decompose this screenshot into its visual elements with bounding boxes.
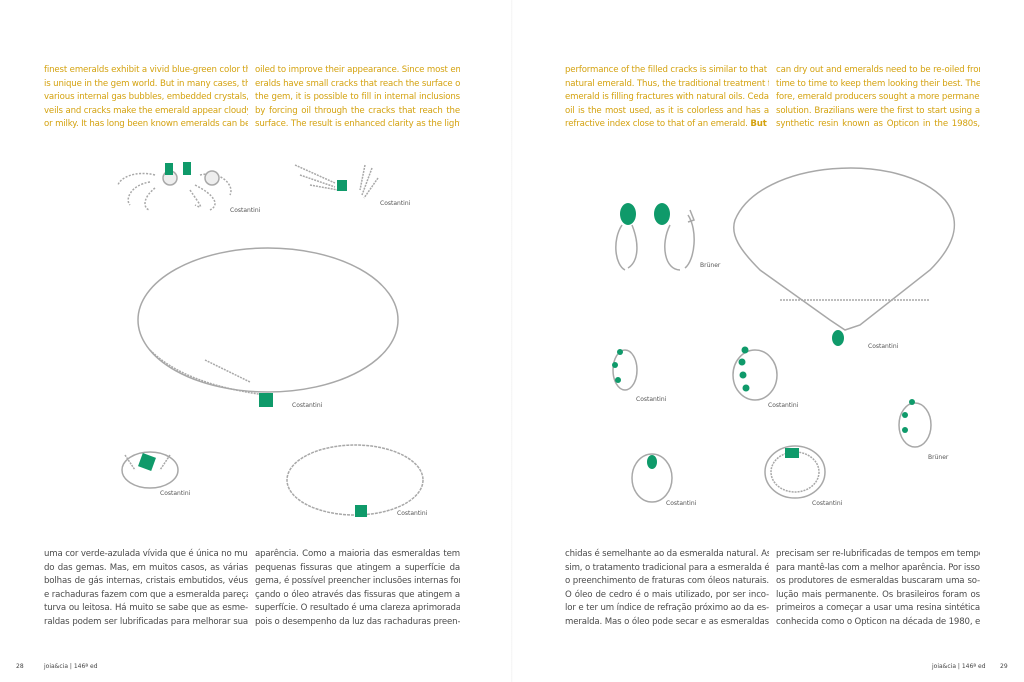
text-line: lor e ter um índice de refração próximo … xyxy=(565,603,769,614)
text-line: performance of the filled cracks is simi… xyxy=(565,65,769,75)
photo-credit: Brüner xyxy=(928,454,949,461)
text-line: O óleo de cedro é o mais utilizado, por … xyxy=(565,589,769,600)
text-line: bolhas de gás internas, cristais embutid… xyxy=(44,576,248,587)
ring-photo-r1 xyxy=(612,349,638,391)
text-line: oil is the most used, as it is colorless… xyxy=(565,105,769,116)
photo-credit: Costantini xyxy=(230,207,261,214)
text-line: emerald is filling fractures with natura… xyxy=(565,92,769,103)
text-line: natural emerald. Thus, the traditional t… xyxy=(565,78,769,89)
text-line: uma cor verde-azulada vívida que é única… xyxy=(44,549,248,559)
photo-credit: Costantini xyxy=(292,402,323,409)
text-line: os produtores de esmeraldas buscaram uma… xyxy=(776,576,980,587)
text-line: pois o desempenho da luz das rachaduras … xyxy=(255,616,460,627)
text-line: turva ou leitosa. Há muito se sabe que a… xyxy=(44,603,248,614)
photo-credit: Costantini xyxy=(868,343,899,350)
text-line: meralda. Mas o óleo pode secar e as esme… xyxy=(565,616,769,627)
text-segment: refractive index close to that of an eme… xyxy=(565,119,748,130)
text-line: lução mais permanente. Os brasileiros fo… xyxy=(776,589,980,600)
page-number-left: 28 xyxy=(16,663,24,670)
right-portuguese-column-2: precisam ser re-lubrificadas de tempos e… xyxy=(776,548,980,630)
text-line: e rachaduras fazem com que a esmeralda p… xyxy=(44,589,248,600)
text-line: para mantê-las com a melhor aparência. P… xyxy=(776,562,980,573)
text-line: synthetic resin known as Opticon in the … xyxy=(776,119,980,130)
page-gutter xyxy=(511,0,513,682)
text-line: chidas é semelhante ao da esmeralda natu… xyxy=(565,549,769,559)
photo-credit: Costantini xyxy=(768,402,799,409)
text-line: conhecida como o Opticon na década de 19… xyxy=(776,616,980,627)
ring-photo-r4 xyxy=(631,453,673,503)
bangle-photo xyxy=(286,444,424,516)
text-line: superfície. O resultado é uma clareza ap… xyxy=(255,603,460,614)
text-line: or milky. It has long been known emerald… xyxy=(44,119,248,130)
right-english-column-2: can dry out and emeralds need to be re-o… xyxy=(776,64,980,132)
text-line: sim, o tratamento tradicional para a esm… xyxy=(565,562,769,573)
footer-magazine-right: joia&cia | 146ª ed xyxy=(932,663,986,670)
photo-credit: Costantini xyxy=(812,500,843,507)
text-line: time to time to keep them looking their … xyxy=(776,78,980,89)
text-line: çando o óleo através das fissuras que at… xyxy=(255,589,460,600)
text-line: various internal gas bubbles, embedded c… xyxy=(44,92,248,103)
earrings-photo-2 xyxy=(294,164,379,199)
page-number-right: 29 xyxy=(1000,663,1008,670)
text-line: oiled to improve their appearance. Since… xyxy=(255,65,460,75)
text-line: can dry out and emeralds need to be re-o… xyxy=(776,65,980,75)
emerald-stones xyxy=(138,162,915,517)
text-line: refractive index close to that of an eme… xyxy=(565,118,769,132)
text-line: raldas podem ser lubrificadas para melho… xyxy=(44,616,248,627)
text-line: surface. The result is enhanced clarity … xyxy=(255,119,460,130)
photo-credit: Costantini xyxy=(380,200,411,207)
text-line: is unique in the gem world. But in many … xyxy=(44,78,248,89)
text-line: precisam ser re-lubrificadas de tempos e… xyxy=(776,549,980,559)
text-line: aparência. Como a maioria das esmeraldas… xyxy=(255,549,460,559)
text-line: primeiros a começar a usar uma resina si… xyxy=(776,603,980,614)
right-english-column-1: performance of the filled cracks is simi… xyxy=(565,64,769,132)
text-line: do das gemas. Mas, em muitos casos, as v… xyxy=(44,562,248,573)
footer-magazine-left: joia&cia | 146ª ed xyxy=(44,663,98,670)
text-line: gema, é possível preencher inclusões int… xyxy=(255,576,460,587)
text-line: solution. Brazilians were the first to s… xyxy=(776,105,980,116)
triangle-necklace-photo xyxy=(733,167,956,331)
left-english-column-1: finest emeralds exhibit a vivid blue-gre… xyxy=(44,64,248,132)
photo-credit: Costantini xyxy=(666,500,697,507)
text-line: pequenas fissuras que atingem a superfíc… xyxy=(255,562,460,573)
text-line: fore, emerald producers sought a more pe… xyxy=(776,92,980,103)
bold-text-segment: But oil xyxy=(750,119,769,130)
choker-necklace-photo xyxy=(137,247,399,396)
photo-credit: Costantini xyxy=(160,490,191,497)
text-line: by forcing oil through the cracks that r… xyxy=(255,105,460,116)
text-line: veils and cracks make the emerald appear… xyxy=(44,105,248,116)
ring-photo-r2 xyxy=(732,349,778,401)
text-line: eralds have small cracks that reach the … xyxy=(255,78,460,89)
ring-photo-r3 xyxy=(898,402,932,448)
photo-credit: Brüner xyxy=(700,262,721,269)
left-portuguese-column-2: aparência. Como a maioria das esmeraldas… xyxy=(255,548,460,630)
photo-credit: Costantini xyxy=(397,510,428,517)
left-english-column-2: oiled to improve their appearance. Since… xyxy=(255,64,460,132)
text-line: finest emeralds exhibit a vivid blue-gre… xyxy=(44,65,248,75)
text-line: the gem, it is possible to fill in inter… xyxy=(255,92,460,103)
earrings-photo-right xyxy=(615,209,695,271)
left-portuguese-column-1: uma cor verde-azulada vívida que é única… xyxy=(44,548,248,630)
earrings-photo-1 xyxy=(117,170,232,211)
ring-photo-left xyxy=(121,451,179,489)
text-line: o preenchimento de fraturas com óleos na… xyxy=(565,576,769,587)
photo-credit: Costantini xyxy=(636,396,667,403)
right-portuguese-column-1: chidas é semelhante ao da esmeralda natu… xyxy=(565,548,769,630)
